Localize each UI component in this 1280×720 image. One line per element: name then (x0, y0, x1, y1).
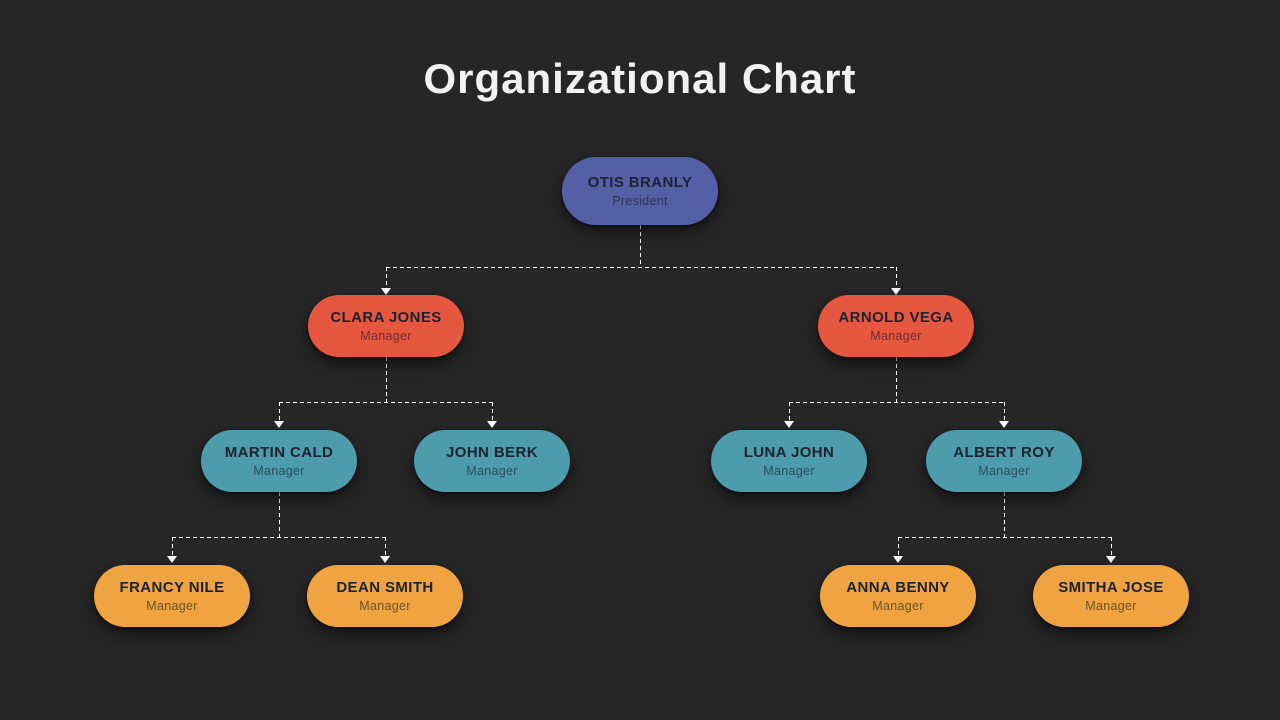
org-node-francy-nile: FRANCY NILE Manager (94, 565, 250, 627)
connector-bar (172, 537, 385, 538)
member-name: FRANCY NILE (119, 579, 225, 596)
arrowhead-down-icon (1106, 556, 1116, 563)
connector-bar (279, 402, 492, 403)
member-role: Manager (146, 599, 198, 613)
connector-drop (172, 537, 173, 556)
connector-drop (898, 537, 899, 556)
member-name: OTIS BRANLY (587, 174, 693, 191)
member-name: CLARA JONES (330, 309, 442, 326)
connector-drop (386, 267, 387, 288)
member-role: Manager (1085, 599, 1137, 613)
arrowhead-down-icon (381, 288, 391, 295)
member-role: President (612, 194, 668, 208)
connector-bar (386, 267, 896, 268)
connector-drop (896, 267, 897, 288)
member-name: SMITHA JOSE (1058, 579, 1164, 596)
org-node-dean-smith: DEAN SMITH Manager (307, 565, 463, 627)
member-role: Manager (872, 599, 924, 613)
member-name: MARTIN CALD (224, 444, 334, 461)
member-name: JOHN BERK (446, 444, 538, 461)
member-name: ANNA BENNY (846, 579, 950, 596)
org-node-anna-benny: ANNA BENNY Manager (820, 565, 976, 627)
org-node-smitha-jose: SMITHA JOSE Manager (1033, 565, 1189, 627)
connector-drop (492, 402, 493, 421)
member-name: ARNOLD VEGA (838, 309, 954, 326)
member-role: Manager (466, 464, 518, 478)
arrowhead-down-icon (380, 556, 390, 563)
connector-stem (279, 492, 280, 537)
member-name: ALBERT ROY (953, 444, 1055, 461)
connector-drop (1004, 402, 1005, 421)
connector-stem (1004, 492, 1005, 537)
member-role: Manager (359, 599, 411, 613)
arrowhead-down-icon (167, 556, 177, 563)
org-node-john-berk: JOHN BERK Manager (414, 430, 570, 492)
arrowhead-down-icon (274, 421, 284, 428)
connector-drop (279, 402, 280, 421)
connector-stem (896, 357, 897, 402)
org-node-albert-roy: ALBERT ROY Manager (926, 430, 1082, 492)
page-title: Organizational Chart (423, 55, 857, 102)
member-role: Manager (253, 464, 305, 478)
connector-bar (789, 402, 1004, 403)
arrowhead-down-icon (999, 421, 1009, 428)
connector-stem (386, 357, 387, 402)
member-role: Manager (978, 464, 1030, 478)
arrowhead-down-icon (784, 421, 794, 428)
org-node-clara-jones: CLARA JONES Manager (308, 295, 464, 357)
arrowhead-down-icon (891, 288, 901, 295)
connector-drop (385, 537, 386, 556)
member-name: DEAN SMITH (336, 579, 434, 596)
member-role: Manager (763, 464, 815, 478)
connector-drop (1111, 537, 1112, 556)
connector-stem (640, 225, 641, 267)
member-role: Manager (360, 329, 412, 343)
arrowhead-down-icon (487, 421, 497, 428)
org-node-otis-branly: OTIS BRANLY President (562, 157, 718, 225)
arrowhead-down-icon (893, 556, 903, 563)
connector-bar (898, 537, 1111, 538)
org-node-luna-john: LUNA JOHN Manager (711, 430, 867, 492)
member-name: LUNA JOHN (743, 444, 835, 461)
org-node-martin-cald: MARTIN CALD Manager (201, 430, 357, 492)
org-node-arnold-vega: ARNOLD VEGA Manager (818, 295, 974, 357)
connector-drop (789, 402, 790, 421)
member-role: Manager (870, 329, 922, 343)
